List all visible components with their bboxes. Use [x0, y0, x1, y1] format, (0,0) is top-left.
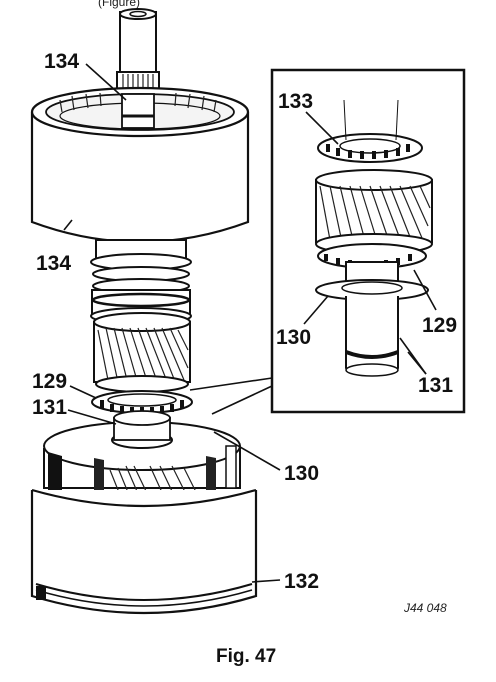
figure-caption: Fig. 47: [216, 646, 276, 667]
header-fragment: (Figure): [98, 0, 140, 9]
upper-clutch-drum: [30, 86, 250, 244]
inset-helical-gear: [315, 169, 433, 255]
thrust-washer: [317, 99, 423, 163]
inset-hub-shaft: [315, 261, 429, 377]
leader-lines: [63, 63, 437, 583]
intermediate-shaft: [90, 239, 192, 325]
ring-gear-housing: [30, 488, 258, 615]
callout-134-top: 134: [44, 50, 79, 73]
callout-134-side: 134: [36, 252, 71, 275]
main-assembly: [30, 8, 258, 615]
helical-gear: [93, 312, 191, 393]
inset-callout-130: 130: [276, 326, 311, 349]
inset-callout-131: 131: [418, 374, 453, 397]
inset-callout-133: 133: [278, 90, 313, 113]
inset-callout-129: 129: [422, 314, 457, 337]
callout-132: 132: [284, 570, 319, 593]
detail-inset: [270, 68, 466, 414]
callout-131-left: 131: [32, 396, 67, 419]
callout-129-left: 129: [32, 370, 67, 393]
drawing-code: J44 048: [403, 601, 447, 615]
callout-130-right: 130: [284, 462, 319, 485]
